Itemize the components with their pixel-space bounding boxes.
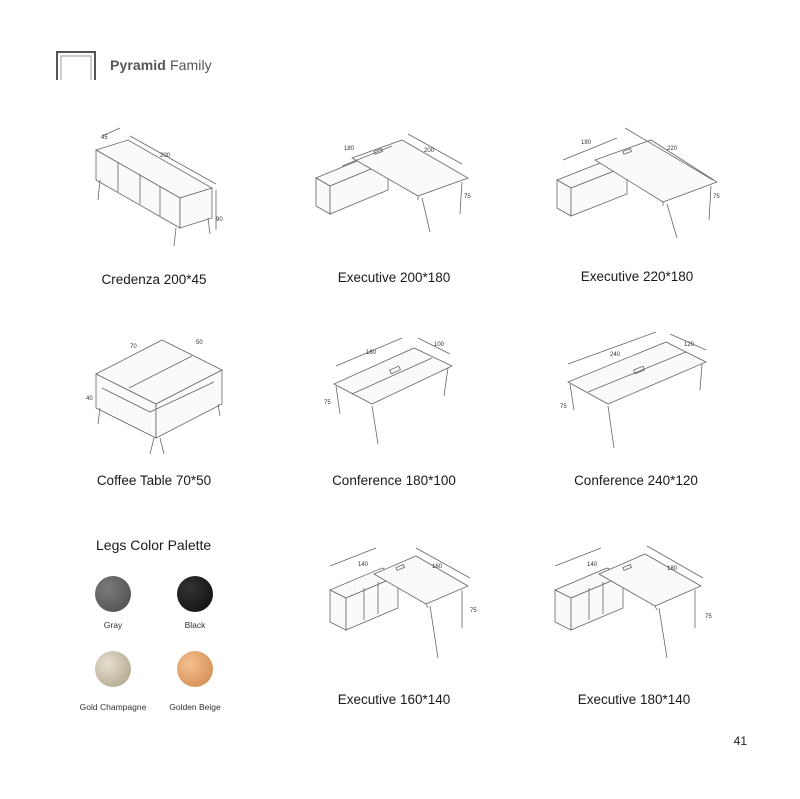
dim-height: 75 <box>470 608 477 614</box>
caption-executive-220-180: Executive 220*180 <box>580 269 694 284</box>
product-conference-240-120: 240 120 75 <box>560 331 760 451</box>
caption-credenza: Credenza 200*45 <box>101 272 207 287</box>
dim-height: 75 <box>713 194 720 200</box>
dim-height: 75 <box>464 194 471 200</box>
dim-height: 40 <box>86 396 93 402</box>
executive-180-140-drawing: 140 180 75 <box>554 545 712 659</box>
caption-conference-240-120: Conference 240*120 <box>574 473 698 488</box>
dim-length: 180 <box>366 350 377 356</box>
dim-width: 50 <box>196 340 203 346</box>
product-credenza: 45 200 90 <box>90 127 290 260</box>
dim-depth: 140 <box>587 562 598 568</box>
dim-depth: 140 <box>358 562 369 568</box>
swatch-golden-beige-label: Golden Beige <box>169 702 221 712</box>
caption-coffee-table: Coffee Table 70*50 <box>96 473 212 488</box>
product-coffee-table: 70 50 40 <box>84 326 284 456</box>
dim-depth: 180 <box>581 140 592 146</box>
conference-240-120-drawing: 240 120 75 <box>560 331 707 449</box>
dim-height: 75 <box>705 614 712 620</box>
dim-width: 160 <box>432 564 443 570</box>
dim-length: 70 <box>130 344 137 350</box>
swatch-gold-champagne-label: Gold Champagne <box>79 702 147 712</box>
dim-width: 200 <box>160 153 171 159</box>
family-label: Family <box>169 57 212 73</box>
swatch-black-label: Black <box>184 620 206 630</box>
dim-height: 90 <box>216 217 223 223</box>
dim-depth: 180 <box>344 146 355 152</box>
swatch-golden-beige <box>177 651 213 687</box>
dim-width: 200 <box>424 148 435 154</box>
conference-180-100-drawing: 180 100 75 <box>324 337 453 445</box>
swatch-gray <box>95 576 131 612</box>
product-conference-180-100: 180 100 75 <box>322 336 522 446</box>
dim-width: 180 <box>667 566 678 572</box>
dim-height: 75 <box>560 404 567 410</box>
header-title: Pyramid Family <box>110 57 212 73</box>
swatch-gray-label: Gray <box>103 620 123 630</box>
product-executive-160-140: 140 160 75 <box>328 547 528 662</box>
dim-depth: 45 <box>101 135 108 141</box>
swatch-black <box>177 576 213 612</box>
dim-width: 120 <box>684 342 695 348</box>
executive-200-180-drawing: 180 200 75 <box>315 133 471 233</box>
caption-executive-200-180: Executive 200*180 <box>337 270 451 285</box>
swatch-gold-champagne <box>95 651 131 687</box>
dim-length: 240 <box>610 352 621 358</box>
product-executive-200-180: 180 200 75 <box>312 128 512 238</box>
palette-title: Legs Color Palette <box>96 537 212 553</box>
coffee-table-drawing: 70 50 40 <box>86 339 223 455</box>
product-executive-220-180: 180 220 75 <box>553 120 753 245</box>
credenza-drawing: 45 200 90 <box>95 127 223 247</box>
executive-160-140-drawing: 140 160 75 <box>329 547 477 659</box>
page-number: 41 <box>733 734 747 748</box>
product-executive-180-140: 140 180 75 <box>553 545 753 662</box>
dim-width: 220 <box>667 146 678 152</box>
executive-220-180-drawing: 180 220 75 <box>556 127 720 239</box>
dim-width: 100 <box>434 342 445 348</box>
table-icon <box>56 51 96 80</box>
caption-executive-180-140: Executive 180*140 <box>577 692 691 707</box>
dim-height: 75 <box>324 400 331 406</box>
caption-executive-160-140: Executive 160*140 <box>337 692 451 707</box>
brand-name: Pyramid <box>110 57 166 73</box>
caption-conference-180-100: Conference 180*100 <box>332 473 456 488</box>
